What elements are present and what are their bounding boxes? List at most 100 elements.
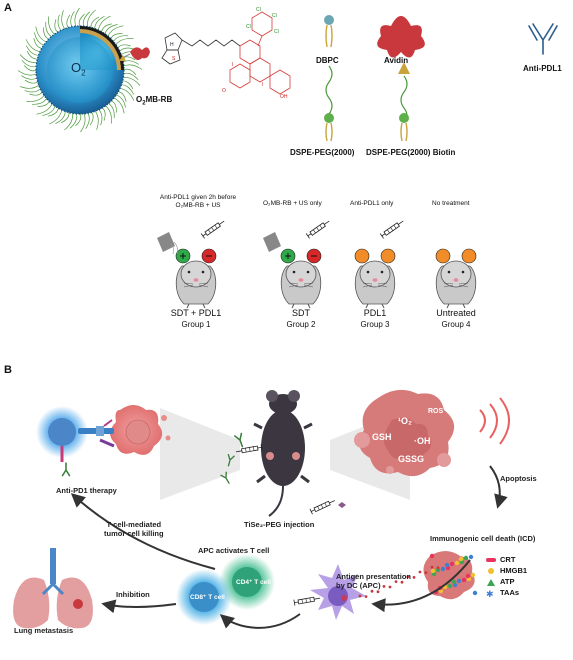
antigen-presentation-label: Antigen presentation by DC (APC) <box>336 572 411 590</box>
lipid-tail <box>25 45 40 56</box>
icd-marker-dot <box>444 562 450 568</box>
antigen-dot <box>406 575 410 579</box>
lipid-tail <box>104 24 118 35</box>
lipid-tail <box>33 38 43 49</box>
antigen-dot <box>418 570 422 574</box>
legend-crt: CRT <box>500 555 516 564</box>
tise2-injection-label: TiSe₂-PEG injection <box>244 520 315 529</box>
treated-mouse-illustration <box>220 390 346 517</box>
group-4-label: Group 4 <box>441 320 471 329</box>
lipid-tail <box>66 14 71 29</box>
lipid-tail <box>107 102 115 119</box>
dspe-peg-icon <box>324 65 334 142</box>
lipid-tail <box>26 94 46 102</box>
inhibition-label: Inhibition <box>116 590 150 599</box>
anti-pdl1-label: Anti-PDL1 <box>523 64 562 73</box>
lipid-tail <box>89 111 94 126</box>
dspe-peg-biotin-label: DSPE-PEG(2000) Biotin <box>366 148 456 157</box>
lipid-tail <box>31 97 48 105</box>
lipid-tail <box>115 94 126 108</box>
lipid-tail <box>21 75 38 80</box>
icd-marker-dot <box>468 554 474 560</box>
icd-marker-dot <box>451 579 457 585</box>
svg-text:OH: OH <box>280 94 288 100</box>
panel-a-label: A <box>4 2 12 14</box>
hydroxyl-label: ·OH <box>414 436 431 446</box>
icd-marker-dot <box>440 566 446 572</box>
svg-text:Cl: Cl <box>246 24 251 30</box>
antigen-dot <box>430 565 434 569</box>
icd-legend-markers: ✱ <box>486 558 496 600</box>
lipid-tail <box>122 60 139 65</box>
icd-marker-dot <box>449 561 455 567</box>
icd-marker-dot <box>470 572 476 578</box>
lipid-tail <box>94 15 105 30</box>
lipid-tail <box>24 79 39 84</box>
legend-taas: TAAs <box>500 588 520 597</box>
antigen-dot <box>424 571 428 574</box>
icd-marker-dot <box>430 568 436 574</box>
icd-marker-dot <box>429 553 435 559</box>
antigen-dot <box>388 585 392 589</box>
lung-metastasis-label: Lung metastasis <box>14 626 74 635</box>
cd4-t-cell-illustration <box>219 554 275 610</box>
legend-hmgb1: HMGB1 <box>500 566 528 575</box>
lipid-tail <box>101 23 112 33</box>
t-cell-killing-label: T cell-mediated tumor cell killing <box>104 520 164 538</box>
lipid-tail <box>20 84 40 89</box>
antigen-dot <box>382 585 386 588</box>
o2mb-rb-label: O2MB-RB <box>136 95 173 107</box>
panel-b-label: B <box>4 364 12 376</box>
dbpc-lipid-icon <box>324 15 334 48</box>
svg-text:Cl: Cl <box>272 13 277 19</box>
cd8-label: CD8⁺ T cell <box>190 594 225 601</box>
lipid-tail <box>97 108 103 126</box>
svg-text:O: O <box>222 88 226 94</box>
antigen-dot <box>436 566 440 570</box>
o2-core-label: O2 <box>71 60 86 78</box>
lipid-tail <box>112 35 129 43</box>
antigen-presentation-line2: by DC (APC) <box>336 581 381 590</box>
lipid-tail <box>42 105 56 116</box>
group-1-title: SDT + PDL1 <box>170 308 222 318</box>
mouse-group-4-illustration <box>435 248 477 309</box>
dspe-peg-biotin-icon <box>398 62 410 142</box>
antigen-dot <box>394 580 398 583</box>
lipid-tail <box>57 14 63 32</box>
lipid-tail <box>85 112 90 129</box>
antigen-dot <box>400 580 404 584</box>
lipid-tail <box>26 51 39 60</box>
antigen-dot <box>358 594 362 598</box>
gsh-label: GSH <box>372 432 392 442</box>
lipid-tail <box>80 112 86 133</box>
mouse-group-2-illustration <box>263 218 332 309</box>
singlet-oxygen-label: ¹O₂ <box>398 416 412 426</box>
lipid-tail <box>24 87 42 93</box>
lipid-tail <box>23 65 38 72</box>
cd8-t-cell-illustration <box>176 569 232 625</box>
lipid-tail <box>70 11 75 28</box>
icd-marker-dot <box>454 560 460 566</box>
lipid-tail <box>25 39 42 53</box>
group-3-title: PDL1 <box>363 308 387 318</box>
flow-arrows <box>70 465 508 629</box>
lipid-tail <box>104 104 112 124</box>
anti-pd1-therapy-label: Anti-PD1 therapy <box>56 486 117 495</box>
anti-pdl1-antibody-icon <box>528 23 558 55</box>
icd-marker-dot <box>465 573 471 579</box>
antigen-dot <box>364 595 368 598</box>
lipid-tail <box>117 91 127 102</box>
group-2-caption: O₂MB-RB + US only <box>263 200 322 207</box>
ros-tumor-illustration <box>354 389 510 477</box>
legend-atp: ATP <box>500 577 515 586</box>
antigen-dot <box>370 589 374 593</box>
lipid-tail <box>49 108 63 125</box>
svg-text:✱: ✱ <box>486 590 494 600</box>
dspe-peg-label: DSPE-PEG(2000) <box>290 148 355 157</box>
group-1-caption: Anti-PDL1 given 2h before O₂MB-RB + US <box>159 194 237 209</box>
icd-debris-illustration <box>423 551 478 600</box>
lipid-tail <box>48 107 59 117</box>
icd-marker-dot <box>458 556 464 562</box>
gssg-label: GSSG <box>398 454 425 464</box>
